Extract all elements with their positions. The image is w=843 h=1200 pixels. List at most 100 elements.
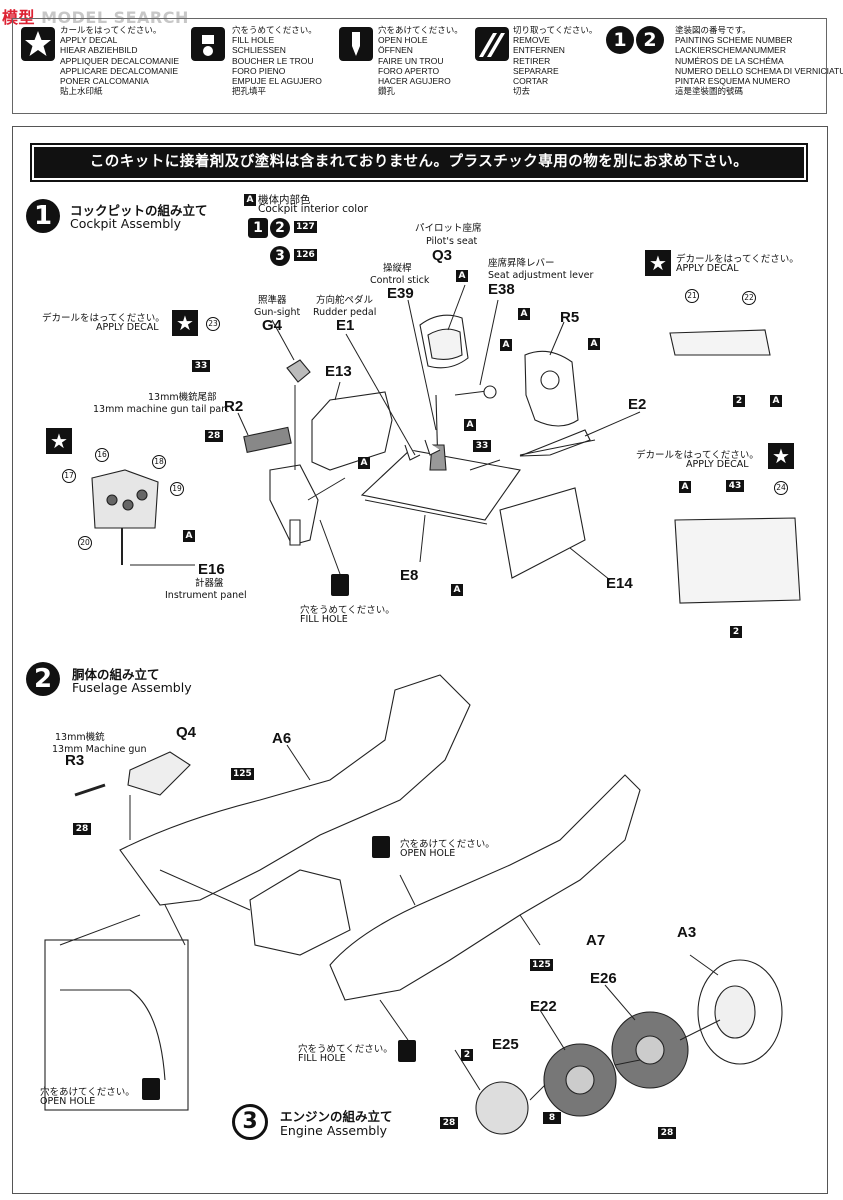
- part-label-en: Pilot's seat: [426, 236, 478, 247]
- color-mark: 2: [461, 1049, 473, 1061]
- star-icon: ★: [172, 310, 198, 336]
- fuselage-a7: [329, 774, 641, 1001]
- fill-hole-icon: [191, 27, 225, 61]
- fill-hole-en: FILL HOLE: [298, 1053, 346, 1064]
- part-id: R2: [224, 398, 244, 415]
- part-label-jp: 座席昇降レバー: [488, 258, 555, 269]
- part-id: R3: [65, 752, 85, 769]
- fill-hole-jp: 穴をうめてください。: [298, 1044, 393, 1055]
- decal-number: 22: [742, 291, 756, 305]
- part-label-jp: 13mm機銃: [55, 732, 105, 743]
- decal-number: 18: [152, 455, 166, 469]
- scheme-digit: 1: [606, 26, 634, 54]
- part-id: G4: [262, 317, 283, 334]
- part-label-jp: 方向舵ペダル: [316, 295, 374, 306]
- step-3-title-jp: エンジンの組み立て: [280, 1109, 393, 1124]
- decal-number: 20: [78, 536, 92, 550]
- color-code: 8: [543, 1112, 561, 1124]
- color-code: 125: [530, 959, 553, 971]
- open-hole-en: OPEN HOLE: [400, 848, 456, 859]
- part-label-en: Rudder pedal: [313, 307, 377, 318]
- notice-banner: このキットに接着剤及び塗料は含まれておりません。プラスチック専用の物を別にお求め…: [30, 143, 808, 182]
- part-id: A7: [586, 932, 606, 949]
- color-mark: A: [358, 457, 370, 469]
- part-id: A3: [677, 924, 697, 941]
- painting-scheme-legend: 塗装図の番号です。 PAINTING SCHEME NUMBER LACKIER…: [675, 25, 843, 97]
- part-id: E2: [628, 396, 647, 413]
- color-en: Cockpit interior color: [258, 203, 368, 215]
- fill-hole-legend: 穴をうめてください。 FILL HOLE SCHLIESSEN BOUCHER …: [232, 25, 322, 97]
- apply-decal-en: APPLY DECAL: [96, 322, 159, 333]
- fuselage-a6: [119, 674, 471, 906]
- part-label-en: Instrument panel: [165, 590, 247, 601]
- part-label-jp: 計器盤: [195, 578, 224, 589]
- apply-decal-en: APPLY DECAL: [676, 263, 739, 274]
- part-id: E8: [400, 567, 419, 584]
- part-label-en: 13mm Machine gun: [52, 744, 147, 755]
- part-id: E16: [198, 561, 225, 578]
- decal-number: 17: [62, 469, 76, 483]
- part-id: Q4: [176, 724, 197, 741]
- open-hole-jp: 穴をあけてください。: [40, 1087, 135, 1098]
- fill-hole-en: FILL HOLE: [300, 614, 348, 625]
- part-id: E25: [492, 1036, 519, 1053]
- color-mark: A: [518, 308, 530, 320]
- color-mark: A: [679, 481, 691, 493]
- part-label-en: Seat adjustment lever: [488, 270, 594, 281]
- remove-icon: [475, 27, 509, 61]
- color-mark: A: [770, 395, 782, 407]
- color-key-badge: A: [244, 194, 256, 206]
- part-id: E22: [530, 998, 557, 1015]
- step-1-title-jp: コックピットの組み立て: [70, 203, 208, 218]
- color-code: 28: [73, 823, 91, 835]
- part-label-jp: パイロット座席: [415, 223, 482, 234]
- part-id: A6: [272, 730, 292, 747]
- apply-decal-en: APPLY DECAL: [686, 459, 749, 470]
- open-hole-icon: [372, 836, 390, 858]
- fill-hole-icon: [398, 1040, 416, 1062]
- color-mark: A: [500, 339, 512, 351]
- color-code: 126: [294, 249, 317, 261]
- decal-number: 16: [95, 448, 109, 462]
- open-hole-icon: [339, 27, 373, 61]
- star-icon: ★: [46, 428, 72, 454]
- star-icon: ★: [768, 443, 794, 469]
- star-icon: ★: [645, 250, 671, 276]
- apply-decal-jp: デカールをはってください。: [676, 254, 799, 265]
- part-id: Q3: [432, 247, 453, 264]
- symbol-legend: カールをはってください。 APPLY DECAL HIEAR ABZIEHBIL…: [12, 18, 843, 114]
- scheme-digit: 2: [270, 218, 290, 238]
- part-label-en: 13mm machine gun tail part: [93, 404, 229, 415]
- part-label-jp: 13mm機銃尾部: [148, 392, 217, 403]
- step-3-title-en: Engine Assembly: [280, 1123, 388, 1138]
- color-mark: 2: [730, 626, 742, 638]
- part-id: E26: [590, 970, 617, 987]
- scheme-digit: 2: [636, 26, 664, 54]
- decal-number: 24: [774, 481, 788, 495]
- decal-number: 23: [206, 317, 220, 331]
- part-id: E13: [325, 363, 352, 380]
- apply-decal-jp: デカールをはってください。: [636, 450, 759, 461]
- color-code: 33: [192, 360, 210, 372]
- star-icon: [21, 27, 55, 61]
- part-id: E14: [606, 575, 633, 592]
- step-1-title-en: Cockpit Assembly: [70, 216, 182, 231]
- fill-hole-jp: 穴をうめてください。: [300, 605, 395, 616]
- part-label-en: Control stick: [370, 275, 430, 286]
- step-2-badge: 2: [26, 662, 60, 696]
- part-id: E1: [336, 317, 355, 334]
- color-mark: A: [588, 338, 600, 350]
- part-label-jp: 照準器: [258, 295, 287, 306]
- open-hole-legend: 穴をあけてください。 OPEN HOLE ÖFFNEN FAIRE UN TRO…: [378, 25, 463, 97]
- step-3-badge: 3: [232, 1104, 268, 1140]
- part-id: E39: [387, 285, 414, 302]
- side-panel-e14: [499, 487, 586, 579]
- color-code: 28: [658, 1127, 676, 1139]
- open-hole-jp: 穴をあけてください。: [400, 839, 495, 850]
- color-mark: A: [451, 584, 463, 596]
- remove-legend: 切り取ってください。 REMOVE ENTFERNEN RETIRER SEPA…: [513, 25, 598, 97]
- color-mark: A: [183, 530, 195, 542]
- instruction-frame: [12, 126, 828, 1194]
- color-code: 28: [205, 430, 223, 442]
